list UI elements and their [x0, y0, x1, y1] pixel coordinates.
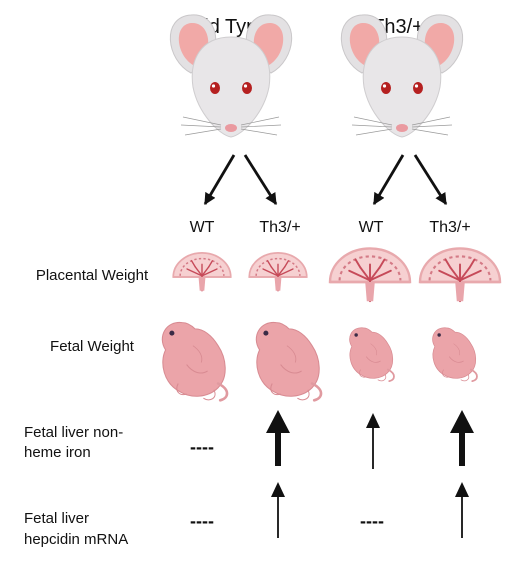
row-label-hepcidin-line1: Fetal liver: [24, 510, 89, 527]
no-change-dash: ----: [360, 511, 384, 531]
arrow-wt-to-wt: [203, 154, 236, 206]
strong-increase-arrow-icon: [266, 410, 290, 466]
offspring-label-wt-2: WT: [359, 219, 384, 236]
offspring-label-th3-1: Th3/+: [259, 219, 300, 236]
offspring-label-wt-1: WT: [190, 219, 215, 236]
increase-arrow-icon: [270, 481, 286, 539]
placenta-icon: [418, 247, 502, 303]
row-label-fetal-weight: Fetal Weight: [50, 338, 135, 355]
placenta-icon: [328, 247, 412, 303]
no-change-dash: ----: [190, 437, 214, 457]
arrow-th3-to-th3: [413, 154, 448, 205]
row-label-hepcidin-line2: hepcidin mRNA: [24, 531, 128, 548]
strong-increase-arrow-icon: [450, 410, 474, 466]
fetus-icon: [348, 326, 395, 383]
row-label-placental-weight: Placental Weight: [36, 267, 149, 284]
increase-arrow-icon: [454, 481, 470, 539]
fetus-icon: [431, 326, 478, 383]
cross-arrows: [203, 154, 448, 206]
row-label-liver-iron-line2: heme iron: [24, 444, 91, 461]
row-label-liver-iron-line1: Fetal liver non-: [24, 424, 123, 441]
increase-arrow-icon: [365, 412, 381, 470]
fetus-icon: [254, 321, 323, 402]
no-change-dash: ----: [190, 511, 214, 531]
offspring-label-th3-2: Th3/+: [429, 219, 470, 236]
arrow-wt-to-th3: [243, 154, 278, 205]
fetus-icon: [160, 321, 229, 402]
arrow-th3-to-wt: [372, 154, 405, 206]
placenta-icon: [172, 251, 232, 292]
placenta-icon: [248, 251, 308, 292]
